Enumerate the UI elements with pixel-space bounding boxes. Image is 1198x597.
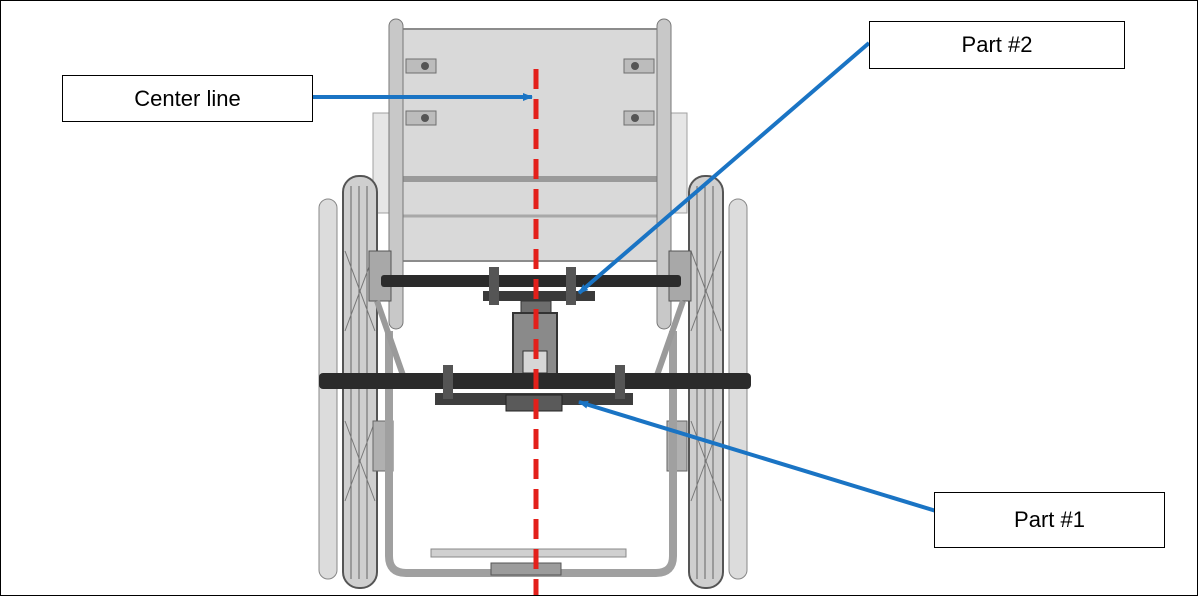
part-1-label: Part #1 [934,492,1165,548]
center-line-label: Center line [62,75,313,122]
part-2-arrow [577,41,871,295]
part-1-arrow [578,400,937,513]
part-2-label: Part #2 [869,21,1125,69]
lower-frame [374,300,686,577]
backrest [372,28,688,262]
upper-axle [381,267,681,316]
